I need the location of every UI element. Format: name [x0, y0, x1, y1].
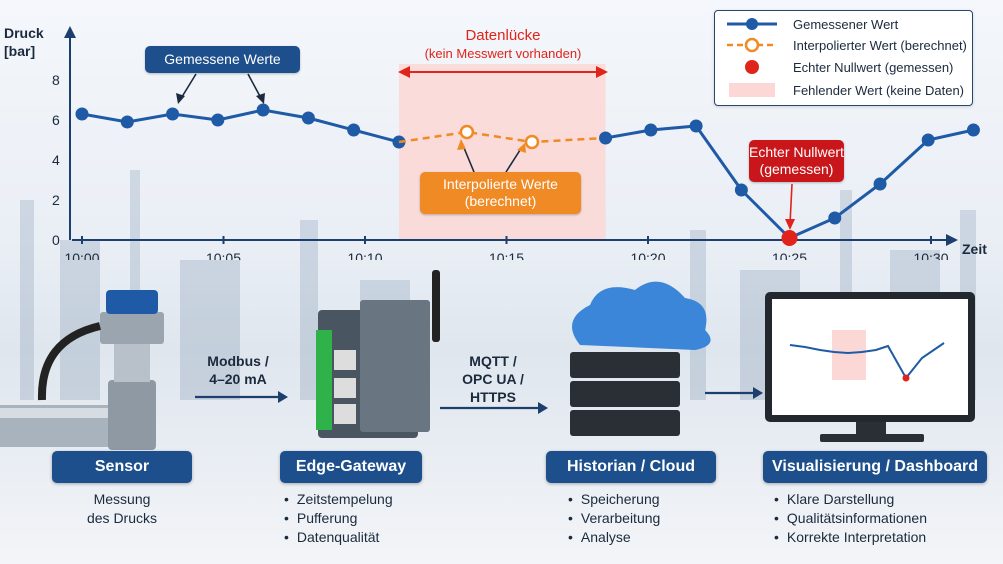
dashboard-bullet: Klare Darstellung [774, 490, 927, 509]
chart-axes: Druck [bar] Zeit 0 2 4 6 8 10:00 10:05 10:10 10:15 1… [4, 25, 987, 260]
stage-dashboard-title: Visualisierung / Dashboard [763, 451, 987, 483]
measured-point [347, 123, 361, 137]
legend-gap-swatch [729, 83, 775, 97]
measured-point [256, 103, 270, 117]
measured-point [873, 177, 887, 191]
protocol-mqtt-line3: HTTPS [470, 389, 516, 405]
legend-label-interpolated: Interpolierter Wert (berechnet) [793, 37, 967, 53]
gateway-bullet: Zeitstempelung [284, 490, 393, 509]
series-line-1 [398, 130, 606, 144]
y-tick-label: 6 [52, 112, 60, 128]
y-tick-label: 4 [52, 152, 60, 168]
legend-interpolated-swatch [727, 37, 777, 53]
protocol-mqtt-line1: MQTT / [469, 353, 517, 369]
stage-historian-desc: Speicherung Verarbeitung Analyse [568, 490, 660, 547]
stage-sensor-desc: Messung des Drucks [60, 490, 184, 528]
historian-bullet: Analyse [568, 528, 660, 547]
protocol-mqtt-line2: OPC UA / [462, 371, 524, 387]
interpolated-point [459, 124, 475, 140]
stage-sensor-title: Sensor [52, 451, 192, 483]
legend-item-interpolated: Interpolierter Wert (berechnet) [723, 35, 967, 55]
sensor-desc-line1: Messung [93, 491, 151, 507]
dashboard-bullet: Qualitätsinformationen [774, 509, 927, 528]
interpolated-values-callout: Interpolierte Werte (berechnet) [420, 172, 581, 214]
series-line-0 [81, 108, 400, 144]
x-tick-label: 10:00 [64, 250, 99, 260]
measured-point [966, 123, 980, 137]
y-tick-label: 0 [52, 232, 60, 248]
y-axis-label: [bar] [4, 43, 35, 59]
true-zero-callout: Echter Nullwert (gemessen) [749, 140, 844, 182]
x-tick-label: 10:15 [489, 250, 524, 260]
gateway-bullet: Pufferung [284, 509, 393, 528]
interpolated-callout-line1: Interpolierte Werte [443, 176, 558, 192]
legend-item-measured: Gemessener Wert [723, 14, 898, 34]
true-zero-callout-line2: (gemessen) [759, 161, 834, 177]
gap-title: Datenlücke [465, 27, 540, 44]
gap-subtitle: (kein Messwert vorhanden) [425, 46, 582, 61]
stage-gateway-desc: Zeitstempelung Pufferung Datenqualität [284, 490, 393, 547]
y-tick-label: 8 [52, 72, 60, 88]
x-tick-label: 10:05 [206, 250, 241, 260]
callout-arrowheads [176, 93, 795, 230]
y-axis-arrowhead [64, 26, 76, 38]
legend-item-zero: Echter Nullwert (gemessen) [723, 57, 953, 77]
x-tick-label: 10:30 [913, 250, 948, 260]
measured-point [828, 211, 842, 225]
x-tick-label: 10:10 [347, 250, 382, 260]
y-axis-label: Druck [4, 25, 44, 41]
measured-point [75, 107, 89, 121]
measured-point [166, 107, 180, 121]
legend-label-zero: Echter Nullwert (gemessen) [793, 59, 954, 75]
protocol-modbus-label: Modbus / 4–20 mA [198, 352, 278, 388]
true-zero-callout-line1: Echter Nullwert [749, 144, 844, 160]
x-axis-arrowhead [946, 234, 958, 246]
measured-point [921, 133, 935, 147]
x-tick-label: 10:20 [630, 250, 665, 260]
legend-item-gap: Fehlender Wert (keine Daten) [723, 80, 964, 100]
x-tick-label: 10:25 [772, 250, 807, 260]
chart-series [75, 103, 980, 246]
stage-dashboard-desc: Klare Darstellung Qualitätsinformationen… [774, 490, 927, 547]
protocol-mqtt-label: MQTT / OPC UA / HTTPS [448, 352, 538, 406]
measured-point [734, 183, 748, 197]
stage-gateway-title: Edge-Gateway [280, 451, 422, 483]
measured-point [211, 113, 225, 127]
stage-historian-title: Historian / Cloud [546, 451, 716, 483]
measured-point [599, 131, 613, 145]
measured-point [689, 119, 703, 133]
protocol-modbus-line2: 4–20 mA [209, 371, 267, 387]
measured-values-callout: Gemessene Werte [145, 46, 300, 73]
legend-measured-swatch [727, 18, 777, 30]
y-tick-label: 2 [52, 192, 60, 208]
x-axis-label: Zeit [962, 241, 987, 257]
interpolated-callout-line2: (berechnet) [464, 193, 537, 209]
legend-zero-swatch [745, 60, 759, 74]
protocol-modbus-line1: Modbus / [207, 353, 269, 369]
measured-point [644, 123, 658, 137]
historian-bullet: Speicherung [568, 490, 660, 509]
measured-point [120, 115, 134, 129]
gateway-bullet: Datenqualität [284, 528, 393, 547]
gap-width-arrow [398, 66, 608, 78]
interpolated-point [524, 134, 540, 150]
true-zero-point [781, 230, 798, 246]
sensor-desc-line2: des Drucks [86, 510, 158, 526]
legend-label-measured: Gemessener Wert [793, 16, 899, 32]
chart-legend: Gemessener Wert Interpolierter Wert (ber… [714, 10, 973, 106]
legend-label-gap: Fehlender Wert (keine Daten) [793, 82, 965, 98]
historian-bullet: Verarbeitung [568, 509, 660, 528]
measured-point [301, 111, 315, 125]
dashboard-bullet: Korrekte Interpretation [774, 528, 927, 547]
